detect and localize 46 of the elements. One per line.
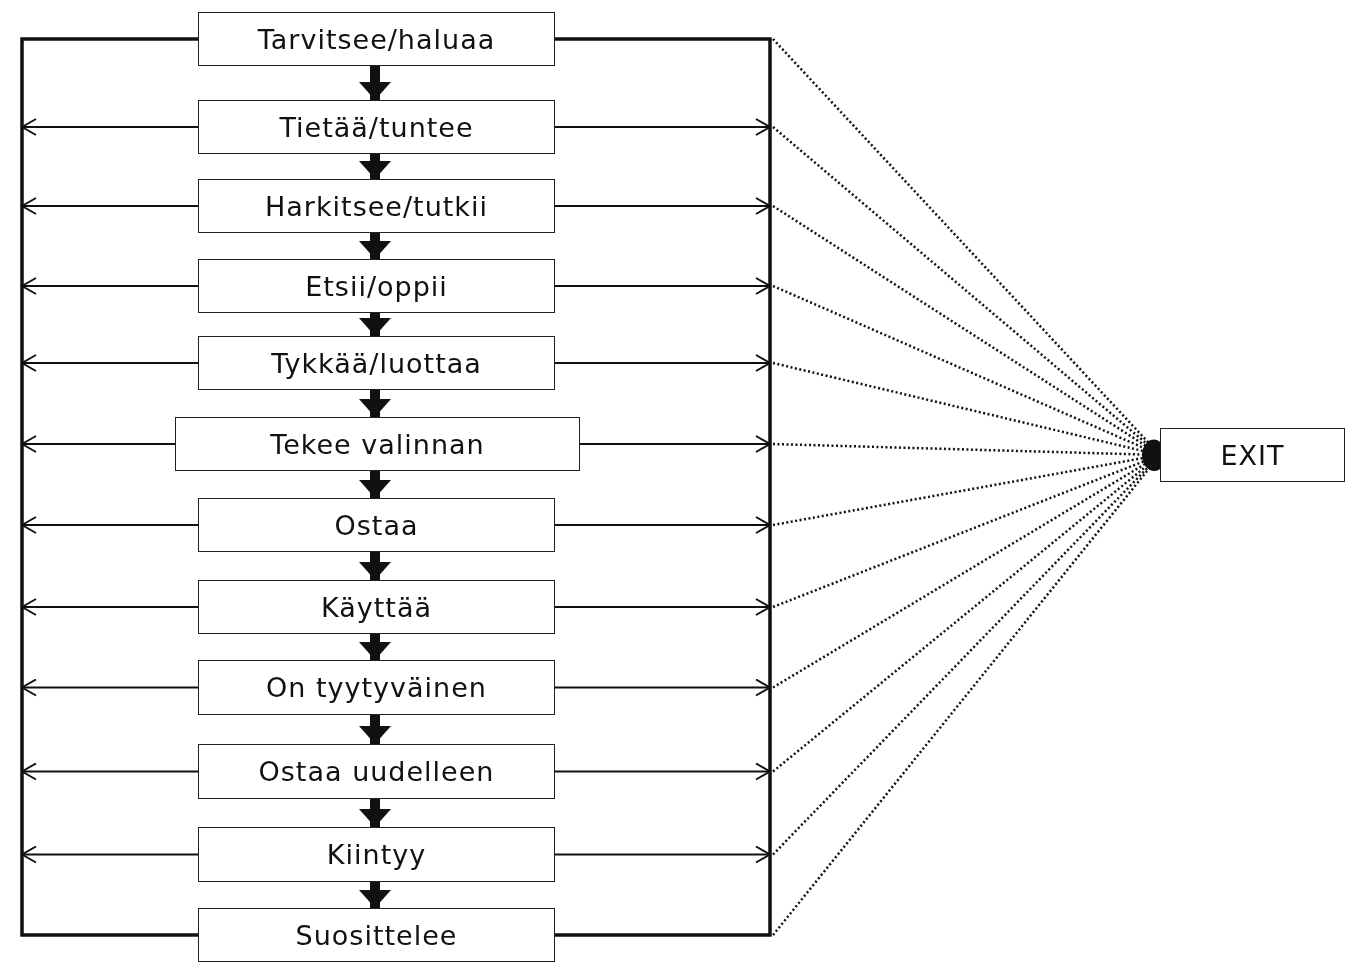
process-box: On tyytyväinen [198,660,555,715]
arrow [21,354,198,372]
process-box: Harkitsee/tutkii [198,179,555,233]
process-box: Kiintyy [198,827,555,882]
block-arrow [359,390,391,417]
arrow [555,678,771,697]
arrow [580,435,771,453]
arrow [21,598,198,616]
arrow [555,516,771,534]
arrow [21,197,198,215]
block-arrow [359,154,391,179]
connector-line [555,37,772,937]
block-arrow [359,313,391,336]
arrow [555,197,771,215]
arrow [555,118,771,136]
block-arrow [359,882,391,908]
process-box: Tietää/tuntee [198,100,555,154]
process-box: Tekee valinnan [175,417,580,471]
arrow [21,845,198,864]
process-box: Ostaa [198,498,555,552]
arrow [555,354,771,372]
arrow [555,598,771,616]
arrow [555,277,771,295]
process-box: Tykkää/luottaa [198,336,555,390]
arrow [21,435,175,453]
process-box: Ostaa uudelleen [198,744,555,799]
arrow [555,762,771,781]
arrow [555,845,771,864]
arrow [21,762,198,781]
block-arrow [359,552,391,580]
arrow [21,118,198,136]
block-arrow [359,634,391,660]
arrow [21,277,198,295]
block-arrow [359,66,391,100]
block-arrow [359,471,391,498]
arrow [21,516,198,534]
process-box: Käyttää [198,580,555,634]
process-box: Suosittelee [198,908,555,962]
process-box: Tarvitsee/haluaa [198,12,555,66]
block-arrow [359,233,391,259]
process-box: EXIT [1160,428,1345,482]
process-box: Etsii/oppii [198,259,555,313]
arrow [21,678,198,697]
connector-line [20,37,198,937]
block-arrow [359,715,391,744]
block-arrow [359,799,391,827]
